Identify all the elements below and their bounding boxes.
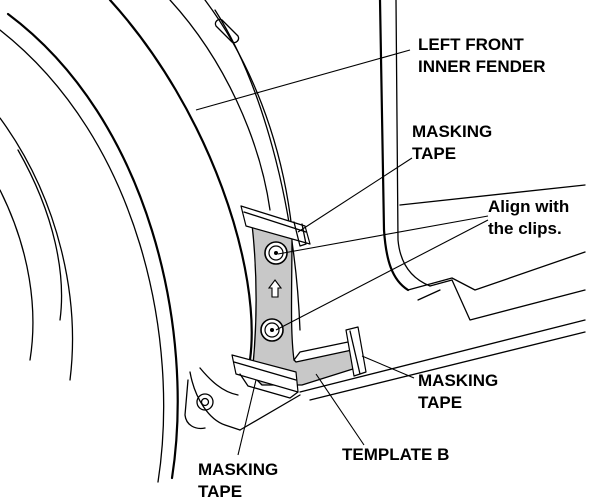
label-template-b: TEMPLATE B (342, 445, 449, 464)
upper-clip (264, 241, 288, 265)
masking-tape-bottom-piece (231, 354, 299, 399)
label-align-clips-line2: the clips. (488, 219, 562, 238)
leader-masking-tape-right (361, 355, 415, 379)
tire-outline (0, 12, 179, 483)
lower-bracket (184, 367, 301, 431)
label-masking-tape-right: MASKING TAPE (418, 371, 503, 412)
body-panel-lines (299, 0, 586, 401)
masking-tape-right-piece (345, 326, 367, 377)
label-inner-fender: LEFT FRONT INNER FENDER (418, 35, 546, 76)
leader-align-upper (277, 215, 489, 255)
label-masking-tape-right-line1: MASKING (418, 371, 498, 390)
label-inner-fender-line2: INNER FENDER (418, 57, 546, 76)
label-masking-tape-top-line2: TAPE (412, 144, 456, 163)
leader-template-b (315, 373, 365, 446)
leader-masking-tape-bottom (237, 379, 257, 456)
label-masking-tape-top: MASKING TAPE (412, 122, 497, 163)
label-masking-tape-right-line2: TAPE (418, 393, 462, 412)
leader-inner-fender (195, 49, 411, 111)
lower-clip (260, 318, 284, 342)
label-masking-tape-top-line1: MASKING (412, 122, 492, 141)
leader-masking-tape-top (297, 157, 413, 233)
leader-lines (195, 49, 489, 456)
template-b (251, 223, 357, 386)
up-arrow-icon (267, 279, 283, 298)
label-masking-tape-bottom-line2: TAPE (198, 482, 242, 501)
label-align-clips: Align with the clips. (488, 197, 574, 238)
masking-tape-top-piece (240, 205, 311, 247)
label-masking-tape-bottom-line1: MASKING (198, 460, 278, 479)
leader-align-lower (275, 219, 489, 331)
label-masking-tape-bottom: MASKING TAPE (198, 460, 283, 501)
label-align-clips-line1: Align with (488, 197, 569, 216)
label-inner-fender-line1: LEFT FRONT (418, 35, 524, 54)
wheel-arch-lip (108, 0, 301, 362)
